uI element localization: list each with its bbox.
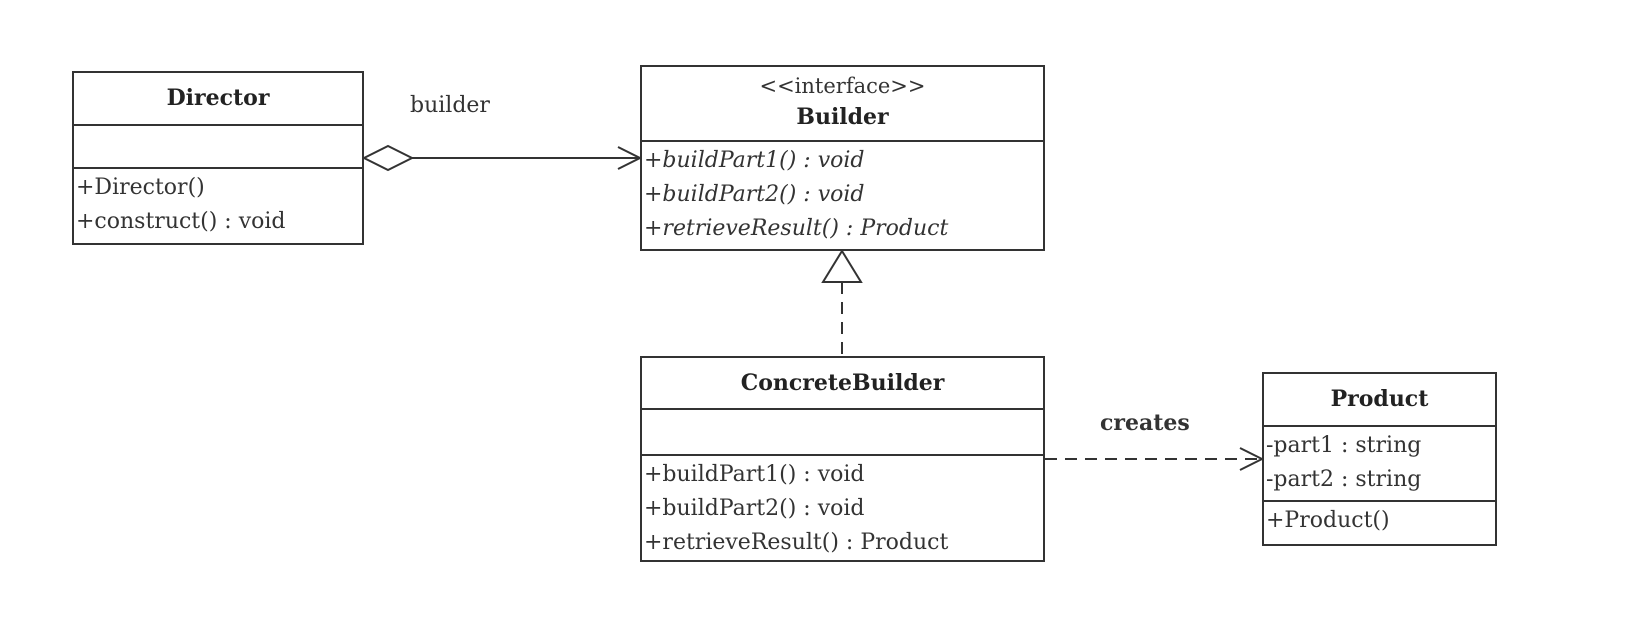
class-product-attributes: -part1 : string -part2 : string [1264,425,1495,500]
class-product-name: Product [1330,386,1429,412]
operation-concrete-buildpart2: +buildPart2() : void [644,496,865,521]
attribute-product-part1: -part1 : string [1266,433,1422,458]
operation-director-ctor: +Director() [76,175,205,200]
interface-stereotype: <<interface>> [759,74,926,98]
operation-product-ctor: +Product() [1266,508,1390,533]
class-director-attributes [74,124,362,167]
class-director-name: Director [166,85,270,111]
class-product[interactable]: Product -part1 : string -part2 : string … [1262,372,1497,546]
class-product-operations: +Product() [1264,500,1495,538]
class-director-operations: +Director() +construct() : void [74,167,362,239]
aggregation-diamond [361,144,415,172]
interface-builder-header: <<interface>> Builder [642,67,1043,140]
operation-builder-buildpart1: +buildPart1() : void [644,148,865,173]
interface-builder-operations: +buildPart1() : void +buildPart2() : voi… [642,140,1043,246]
operation-concrete-buildpart1: +buildPart1() : void [644,462,865,487]
dependency-label: creates [1100,410,1190,436]
attribute-product-part2: -part2 : string [1266,467,1422,492]
interface-builder-name: Builder [796,104,889,130]
class-concrete-builder-attributes [642,408,1043,454]
realization-triangle [821,249,863,283]
operation-builder-buildpart2: +buildPart2() : void [644,182,865,207]
class-concrete-builder-name: ConcreteBuilder [740,370,945,396]
class-director[interactable]: Director +Director() +construct() : void [72,71,364,245]
class-concrete-builder[interactable]: ConcreteBuilder +buildPart1() : void +bu… [640,356,1045,562]
operation-concrete-retrieveresult: +retrieveResult() : Product [644,530,949,555]
operation-director-construct: +construct() : void [76,209,286,234]
interface-builder[interactable]: <<interface>> Builder +buildPart1() : vo… [640,65,1045,251]
class-concrete-builder-operations: +buildPart1() : void +buildPart2() : voi… [642,454,1043,560]
operation-builder-retrieveresult: +retrieveResult() : Product [644,216,949,241]
aggregation-label: builder [410,93,490,118]
